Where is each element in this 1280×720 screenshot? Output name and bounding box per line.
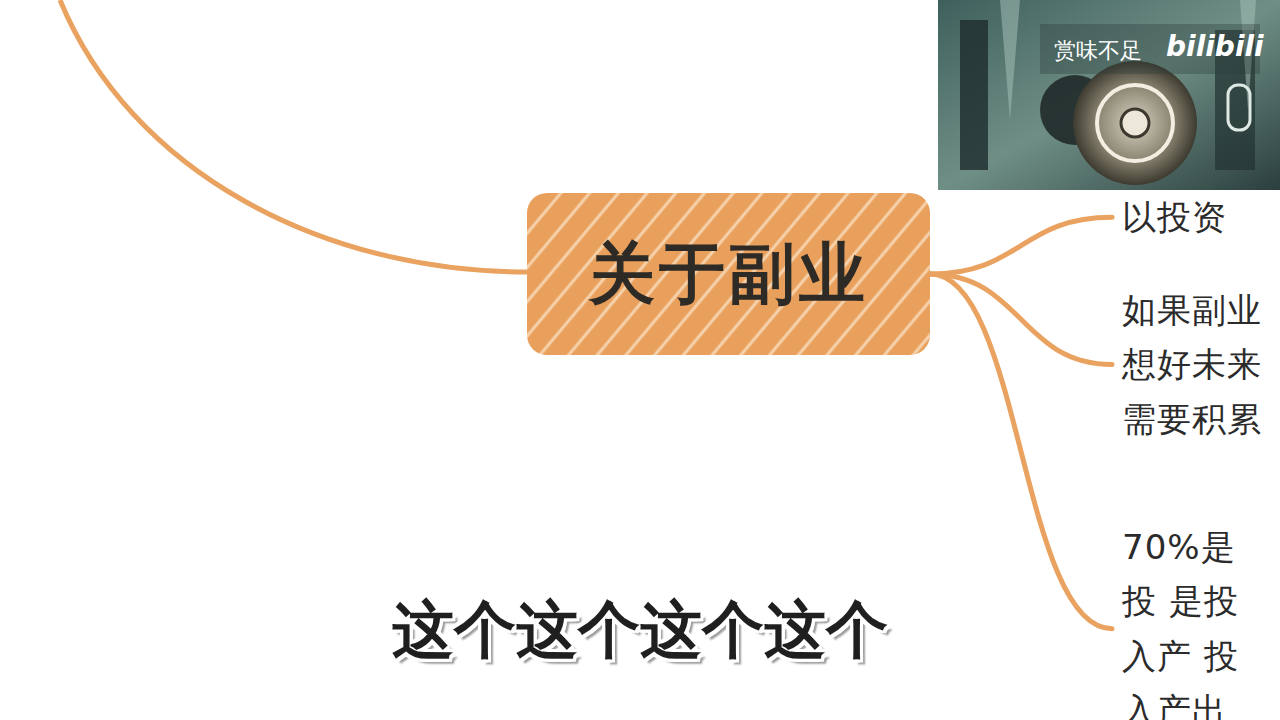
branch-line [930, 217, 1112, 274]
branch-note: 以投资 [1122, 190, 1268, 244]
watermark-logo: bilibili [1166, 30, 1264, 63]
subtitle: 这个这个这个这个 [340, 588, 940, 672]
branch-text: 如果副业 想好未来 需要积累 [1112, 283, 1268, 446]
branch-line [930, 274, 1112, 629]
branch-text: 70%是投 是投入产 投入产出 [1112, 520, 1268, 720]
parent-branch [60, 0, 527, 272]
video-thumbnail [938, 0, 1280, 190]
topic-box: 关于副业 [527, 193, 930, 355]
branch-text: 以投资 [1112, 190, 1268, 244]
topic-title: 关于副业 [589, 229, 869, 319]
branch-note: 如果副业 想好未来 需要积累 [1122, 283, 1268, 446]
branch-note: 70%是投 是投入产 投入产出 [1122, 520, 1268, 720]
watermark: 赏味不足 [1054, 36, 1142, 66]
